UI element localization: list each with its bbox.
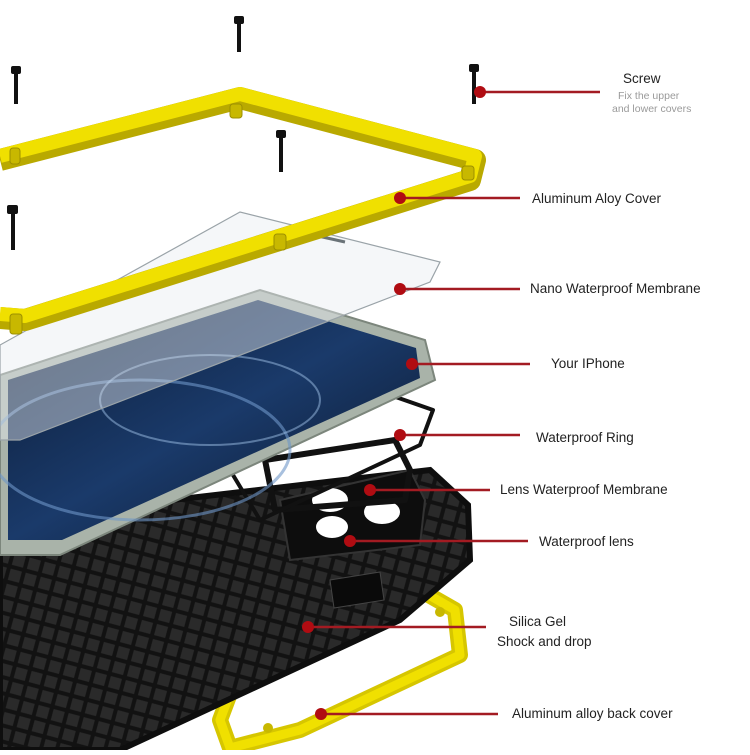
callout-screw-title: Screw	[623, 71, 661, 86]
screw-icon	[276, 130, 286, 172]
callout-silica-gel-subtitle: Shock and drop	[497, 634, 592, 649]
callout-screw-subtitle-line1: Fix the upper	[618, 90, 680, 102]
callout-nano-membrane: Nano Waterproof Membrane	[530, 281, 701, 296]
callout-aluminum-cover: Aluminum Aloy Cover	[532, 191, 662, 206]
screw-icon	[11, 66, 21, 104]
callout-waterproof-lens: Waterproof lens	[539, 534, 634, 549]
callout-silica-gel-title: Silica Gel	[509, 614, 567, 629]
screw-icon	[234, 16, 244, 52]
screws	[7, 16, 479, 250]
iphone-part	[0, 288, 437, 556]
callout-waterproof-ring: Waterproof Ring	[536, 430, 634, 445]
callout-back-cover: Aluminum alloy back cover	[512, 706, 673, 721]
screw-icon	[469, 64, 479, 104]
callout-lens-membrane: Lens Waterproof Membrane	[500, 482, 668, 497]
screw-icon	[7, 205, 18, 250]
callout-leaders	[302, 86, 600, 720]
callout-your-iphone: Your IPhone	[551, 356, 625, 371]
aluminum-cover-frame	[0, 87, 486, 335]
callout-screw-subtitle-line2: and lower covers	[612, 103, 692, 115]
lens-membrane-part	[262, 437, 413, 513]
